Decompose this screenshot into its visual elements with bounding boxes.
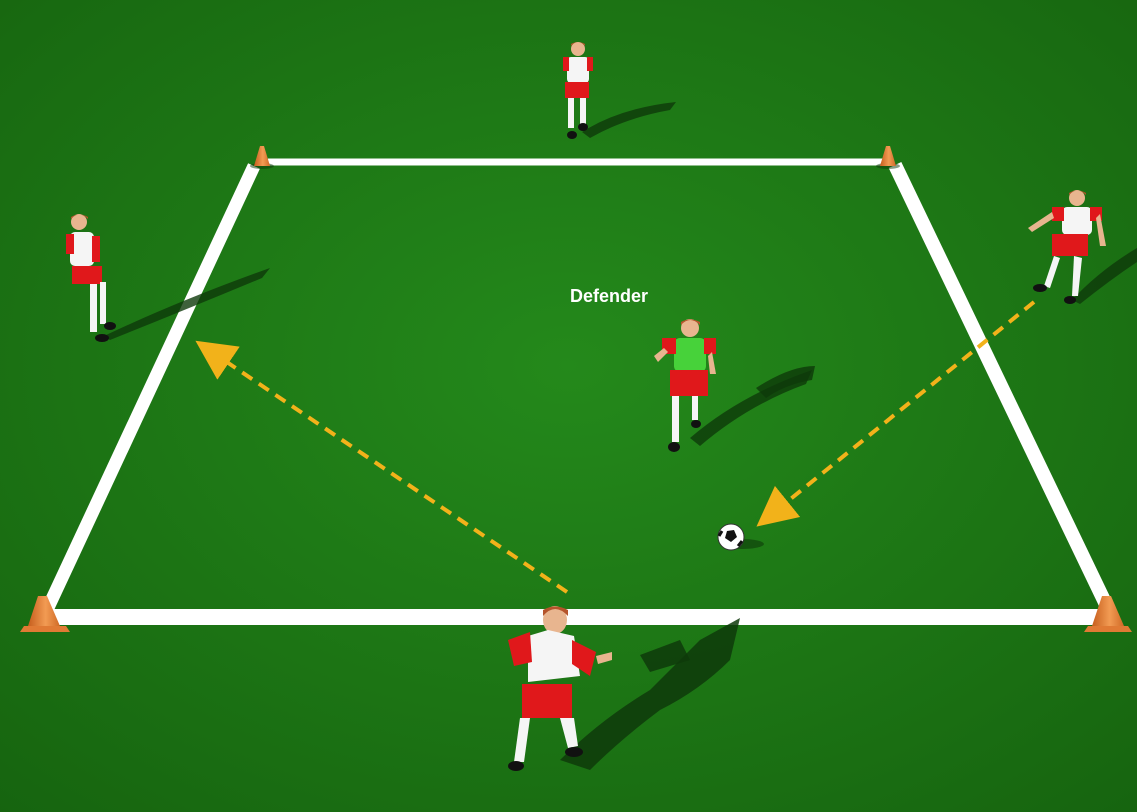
cone-top-right <box>876 146 900 169</box>
player-bottom <box>508 606 740 771</box>
player-defender <box>654 319 815 452</box>
arrow-pass-to-left <box>195 340 569 594</box>
player-top <box>563 42 676 139</box>
cone-bottom-right <box>1084 596 1132 632</box>
boundary-left <box>40 163 260 615</box>
arrow-pass-to-ball <box>756 300 1036 527</box>
defender-label: Defender <box>570 286 649 306</box>
player-left <box>66 214 270 342</box>
cone-bottom-left <box>20 596 70 632</box>
cone-top-left <box>250 146 274 169</box>
pass-arrows <box>195 300 1036 594</box>
player-right <box>1028 190 1137 304</box>
soccer-ball <box>717 523 764 551</box>
boundary-right <box>888 161 1119 621</box>
grid-boundary <box>40 158 1119 625</box>
